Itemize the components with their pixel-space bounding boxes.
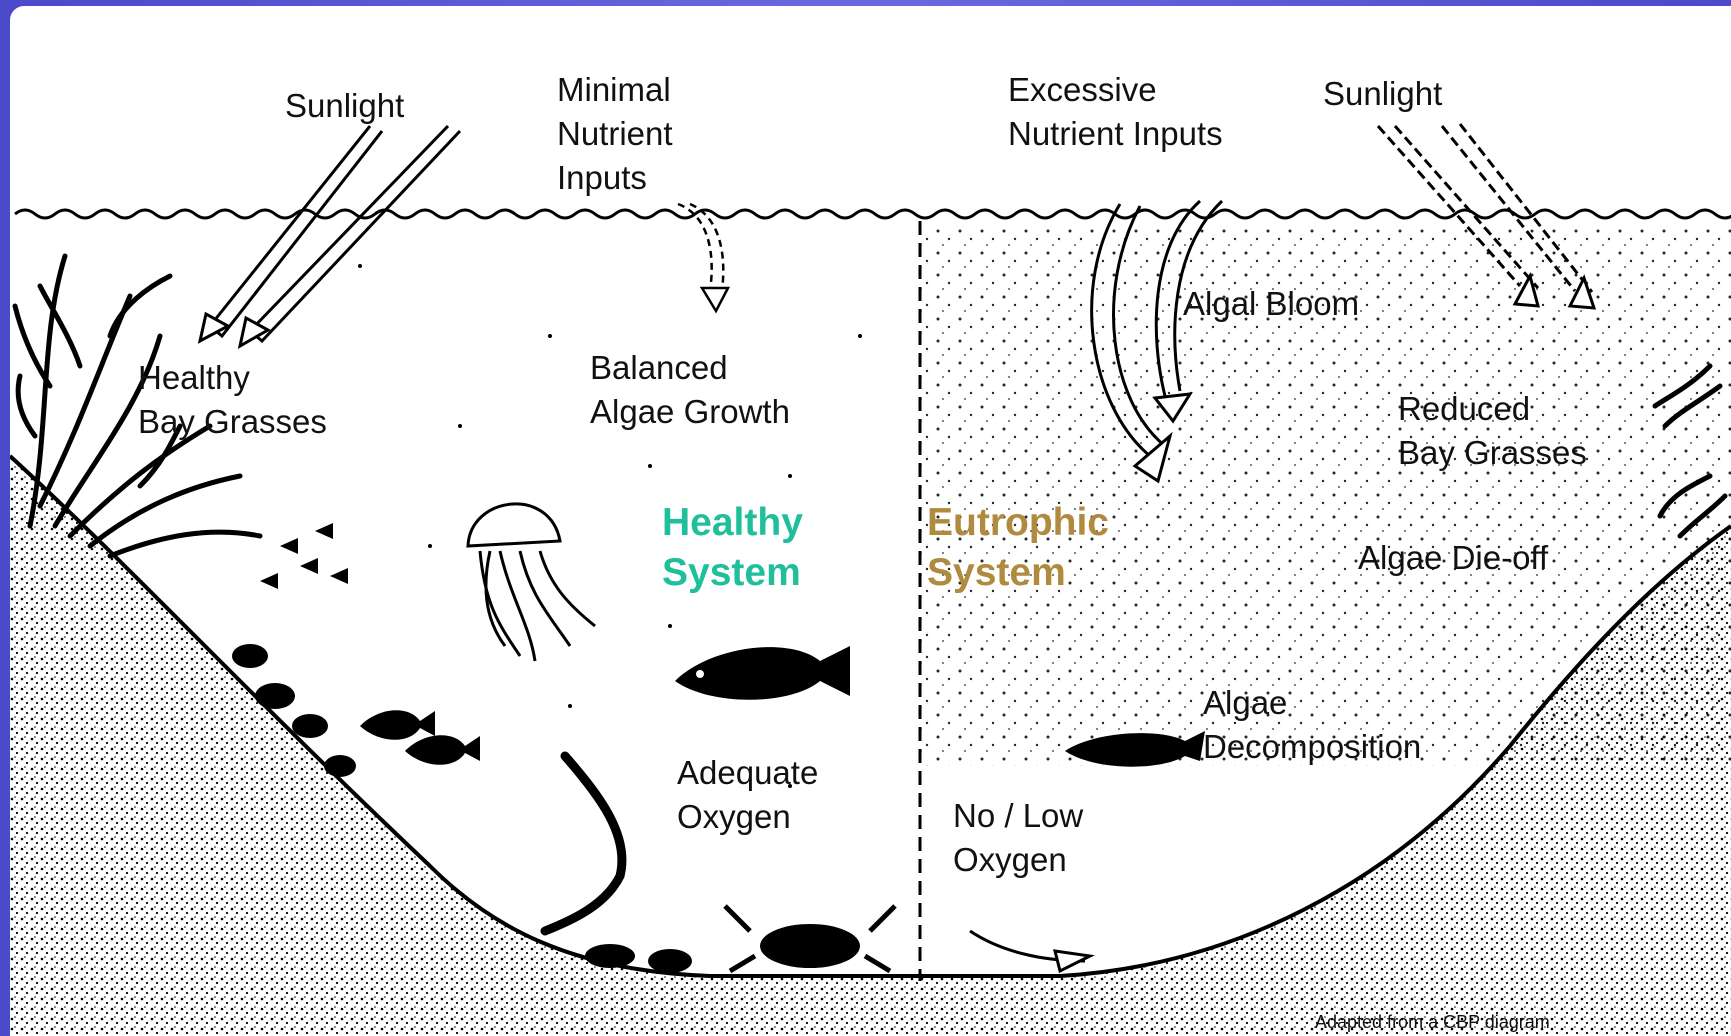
excessive-nutrient-label-line2: Nutrient Inputs: [1008, 112, 1223, 156]
eutrophic-system-line2: System: [927, 548, 1066, 598]
balanced-algae-line2: Algae Growth: [590, 390, 790, 434]
no-low-oxygen-line2: Oxygen: [953, 838, 1067, 882]
pipefish: [545, 756, 622, 931]
balanced-algae-line1: Balanced: [590, 346, 728, 390]
healthy-system-line1: Healthy: [662, 498, 803, 548]
healthy-bay-grasses-line2: Bay Grasses: [138, 400, 327, 444]
algae-decomposition-line1: Algae: [1203, 681, 1287, 725]
reduced-bay-grasses-line2: Bay Grasses: [1398, 431, 1587, 475]
fish-school: [260, 523, 348, 589]
reduced-bay-grasses-line1: Reduced: [1398, 387, 1530, 431]
adequate-oxygen-line1: Adequate: [677, 751, 818, 795]
no-low-oxygen-line1: No / Low: [953, 794, 1083, 838]
eutrophic-system-line1: Eutrophic: [927, 498, 1109, 548]
sunlight-label-left: Sunlight: [285, 84, 404, 128]
adequate-oxygen-line2: Oxygen: [677, 795, 791, 839]
crab: [725, 906, 895, 971]
perch-fish: [360, 710, 480, 764]
sunlight-label-right: Sunlight: [1323, 72, 1442, 116]
algae-die-off-label: Algae Die-off: [1358, 536, 1548, 580]
dead-fish: [970, 931, 1090, 971]
healthy-system-line2: System: [662, 548, 801, 598]
algae-decomposition-line2: Decomposition: [1203, 725, 1421, 769]
jellyfish: [468, 504, 595, 661]
sunlight-arrows-left: [200, 126, 460, 346]
excessive-nutrient-label-line1: Excessive: [1008, 68, 1157, 112]
bay-cross-section: [10, 6, 1731, 1036]
minimal-nutrient-label-line2: Nutrient: [557, 112, 673, 156]
minimal-nutrient-label-line3: Inputs: [557, 156, 647, 200]
minimal-nutrient-label-line1: Minimal: [557, 68, 671, 112]
credit-text: Adapted from a CBP diagram: [1315, 1012, 1550, 1033]
diagram-panel: Sunlight Minimal Nutrient Inputs Excessi…: [10, 6, 1731, 1036]
healthy-bay-grasses-line1: Healthy: [138, 356, 250, 400]
algal-bloom-label: Algal Bloom: [1183, 282, 1359, 326]
minimal-nutrient-arrow: [678, 204, 728, 311]
bass-fish: [675, 646, 850, 700]
